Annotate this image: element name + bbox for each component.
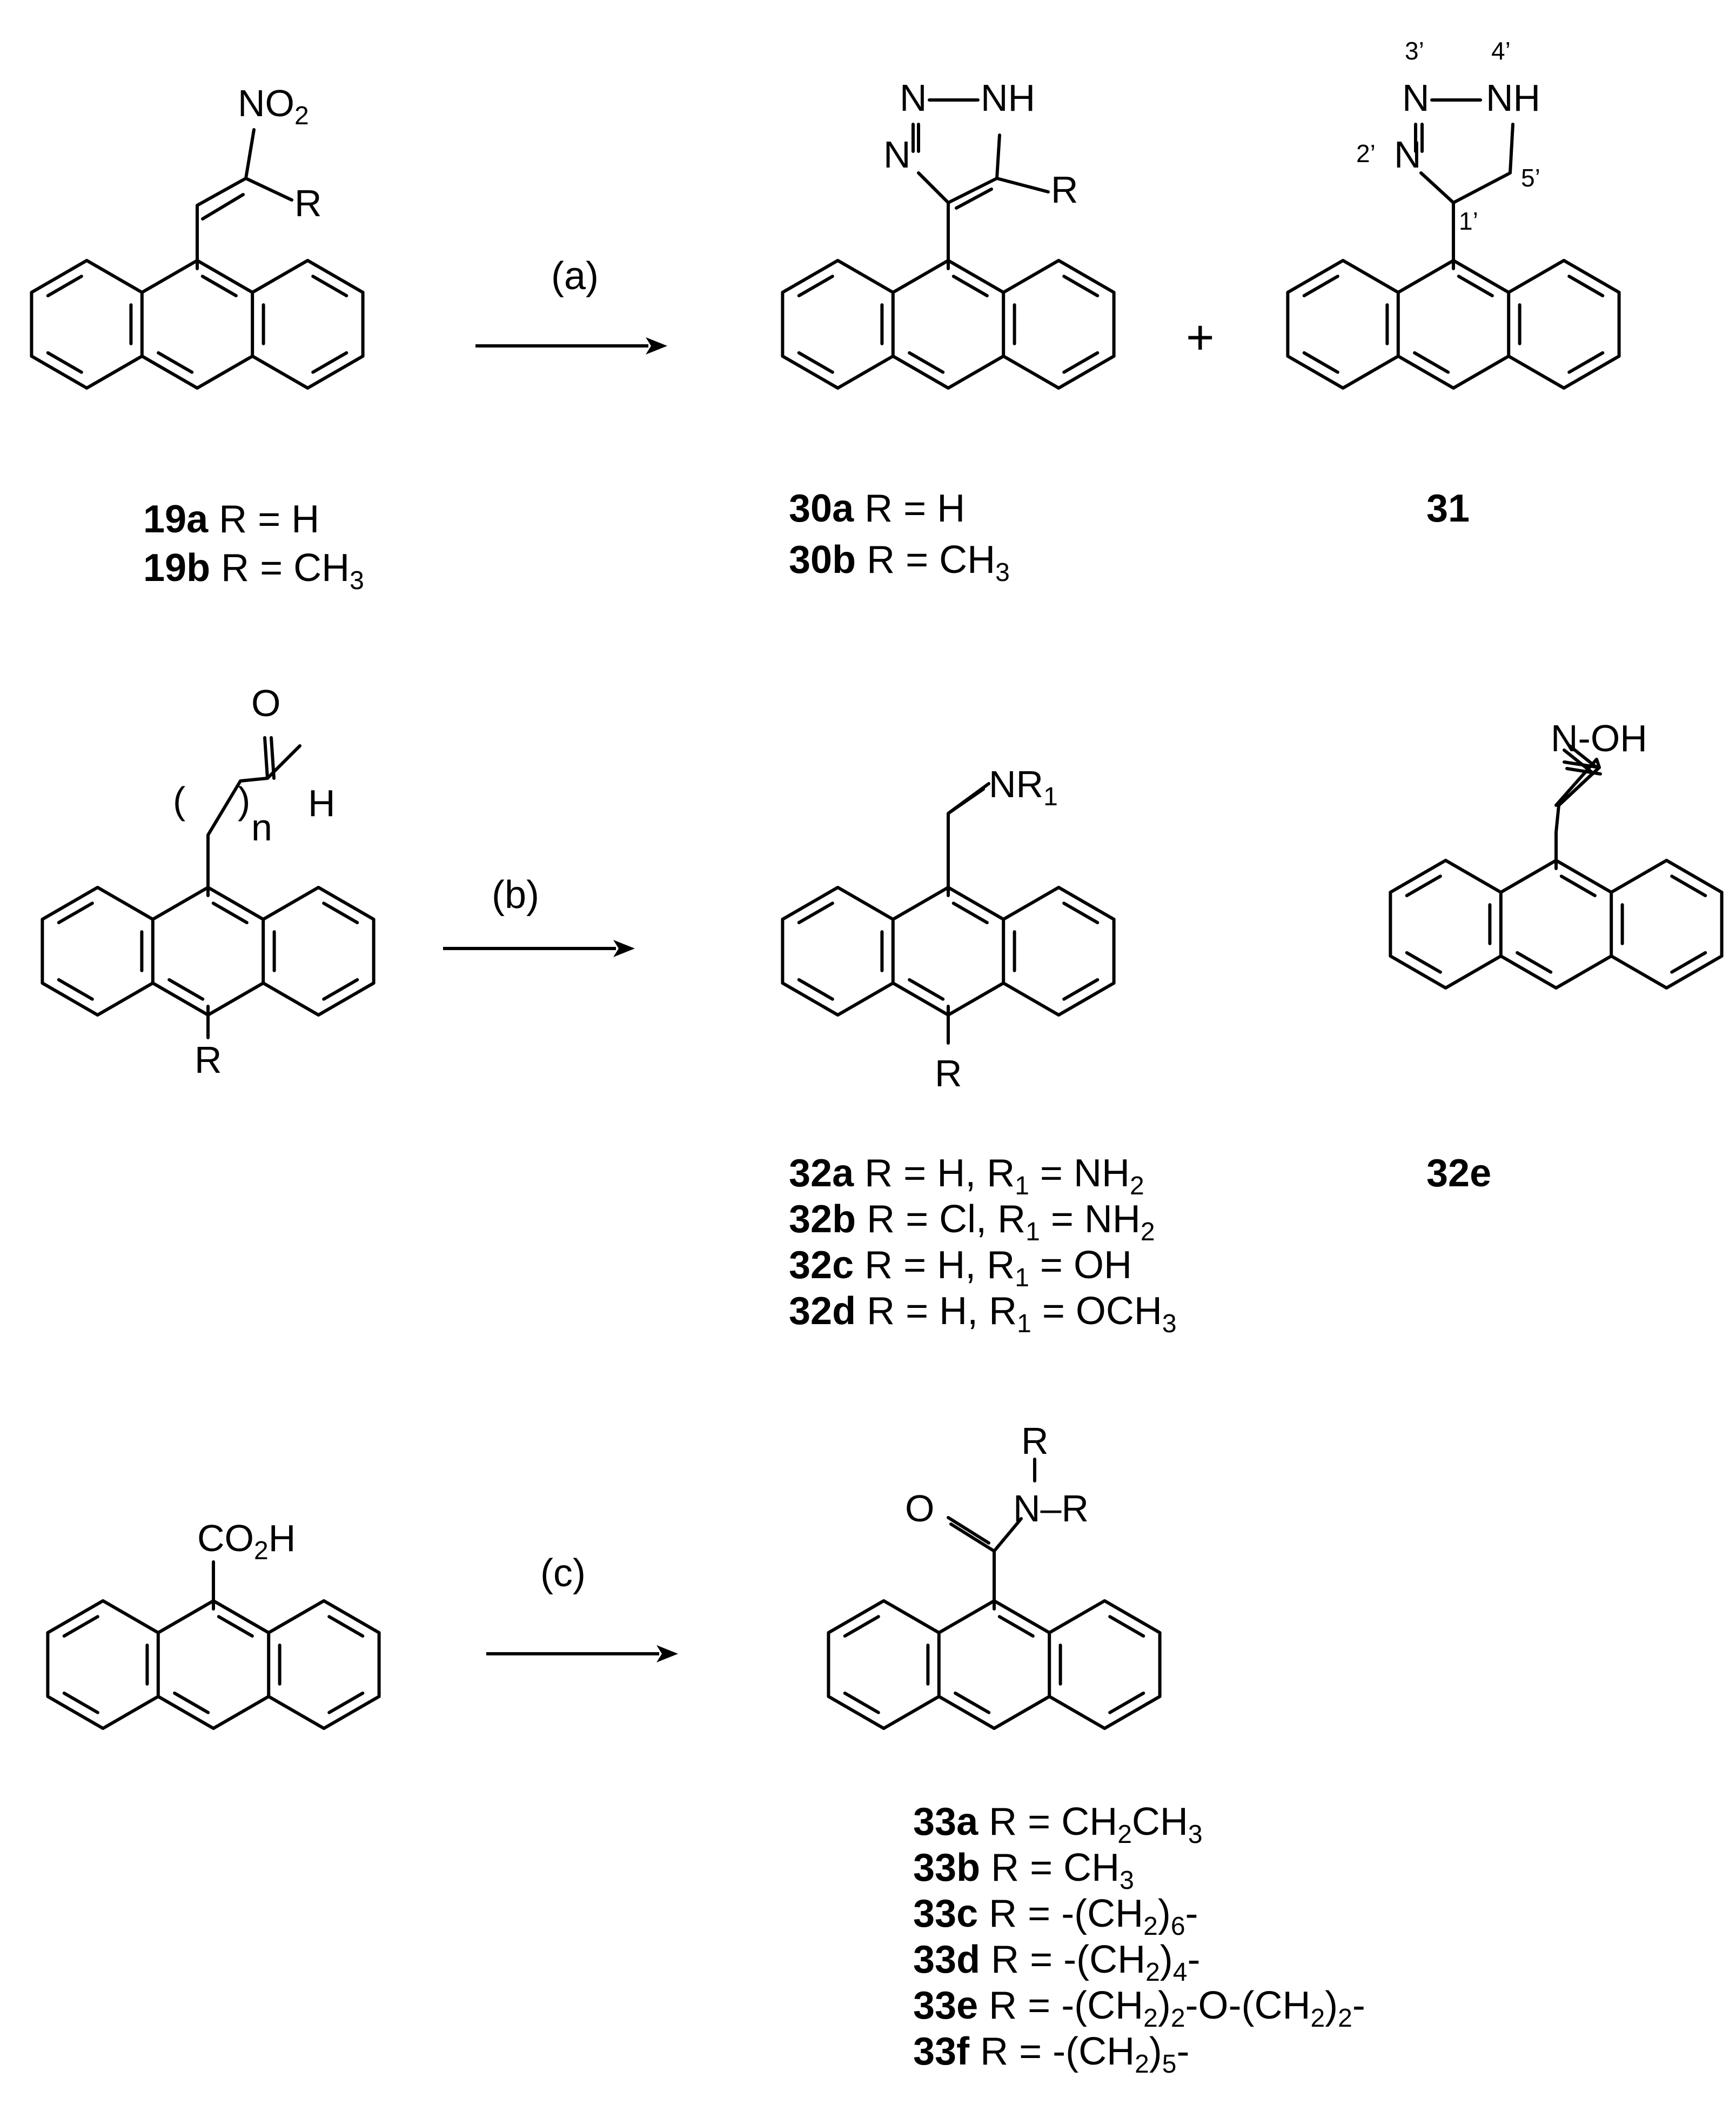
amide-chain	[947, 1458, 1036, 1611]
compound-label-32b: 32b R = Cl, R1 = NH2	[789, 1198, 1155, 1246]
compound-label-33d: 33d R = -(CH2)4-	[913, 1938, 1200, 1987]
compound-label-31: 31	[1426, 487, 1470, 530]
atom-R: R	[1051, 169, 1078, 211]
paren-close: )	[238, 779, 250, 821]
anthracene-bonds	[30, 259, 365, 390]
atom-N: N	[1402, 77, 1430, 119]
atom-n: n	[251, 806, 272, 849]
atom-H: H	[308, 782, 336, 824]
anthracene-core	[46, 1599, 381, 1730]
plus-sign: +	[1186, 311, 1215, 365]
anthracene-bonds	[46, 1599, 381, 1730]
reaction-arrow-a	[475, 337, 667, 355]
locant-1: 1’	[1459, 207, 1478, 235]
atom-N: N	[900, 77, 927, 119]
atom-imine: NR1	[989, 763, 1058, 811]
anthracene-core	[1286, 259, 1621, 390]
atom-R: R	[294, 182, 322, 224]
atom-amide-N: N–R	[1013, 1487, 1089, 1529]
compound-label-32a: 32a R = H, R1 = NH2	[789, 1152, 1144, 1200]
oxime-chain	[1554, 758, 1602, 870]
compound-label-32e: 32e	[1426, 1152, 1491, 1195]
reaction-arrow-c	[486, 1645, 678, 1662]
compound-label-33c: 33c R = -(CH2)6-	[913, 1892, 1198, 1941]
compound-label-32d: 32d R = H, R1 = OCH3	[789, 1290, 1177, 1338]
compound-label-33f: 33f R = -(CH2)5-	[913, 2030, 1189, 2079]
atom-R: R	[935, 1052, 962, 1094]
compound-label-30a: 30a R = H	[789, 487, 965, 530]
anthracene-bonds	[1389, 859, 1724, 990]
atom-nitro: NO2	[238, 82, 309, 130]
anthracene-bonds	[781, 886, 1116, 1017]
paren-open: (	[173, 779, 185, 821]
anthracene-bonds	[41, 886, 376, 1017]
atom-O: O	[905, 1487, 934, 1529]
reaction-condition-b: (b)	[492, 873, 539, 917]
aldehyde-chain	[206, 736, 301, 1039]
reaction-condition-a: (a)	[551, 255, 599, 298]
locant-3: 3’	[1405, 37, 1424, 65]
anthracene-core	[1389, 859, 1724, 990]
anthracene-core	[781, 259, 1116, 390]
nitrovinyl-chain	[196, 128, 293, 270]
anthracene-core	[781, 886, 1116, 1017]
atom-R: R	[1021, 1420, 1049, 1462]
atom-NH: NH	[1486, 77, 1540, 119]
locant-2: 2’	[1356, 139, 1376, 168]
anthracene-core	[827, 1599, 1162, 1730]
atom-N: N	[1394, 133, 1422, 176]
compound-label-33b: 33b R = CH3	[913, 1846, 1134, 1895]
anthracene-bonds	[827, 1599, 1162, 1730]
reaction-condition-c: (c)	[540, 1552, 586, 1595]
compound-label-33e: 33e R = -(CH2)2-O-(CH2)2-	[913, 1984, 1365, 2033]
compound-label-19b: 19b R = CH3	[143, 546, 364, 595]
anthracene-core	[41, 886, 376, 1017]
atom-O: O	[251, 682, 280, 724]
atom-acid: CO2H	[197, 1517, 296, 1565]
reaction-arrow-b	[443, 940, 635, 957]
anthracene-bonds	[1286, 259, 1621, 390]
anthracene-bonds	[781, 259, 1116, 390]
atom-NH: NH	[981, 77, 1035, 119]
compound-label-32c: 32c R = H, R1 = OH	[789, 1244, 1132, 1292]
compound-label-19a: 19a R = H	[143, 498, 319, 541]
locant-5: 5’	[1521, 164, 1540, 192]
compound-label-30b: 30b R = CH3	[789, 538, 1010, 587]
anthracene-core	[30, 259, 365, 390]
triazole-sub-bond	[995, 177, 1050, 193]
atom-N: N	[883, 133, 911, 176]
triazole-ring	[911, 98, 1001, 270]
compound-label-33a: 33a R = CH2CH3	[913, 1800, 1203, 1849]
oxime-bond	[1557, 744, 1601, 807]
atom-oxime: N-OH	[1551, 717, 1647, 759]
imine-chain	[947, 782, 990, 1045]
locant-4: 4’	[1491, 37, 1511, 65]
atom-R: R	[195, 1039, 222, 1081]
triazoline-ring	[1414, 98, 1514, 270]
